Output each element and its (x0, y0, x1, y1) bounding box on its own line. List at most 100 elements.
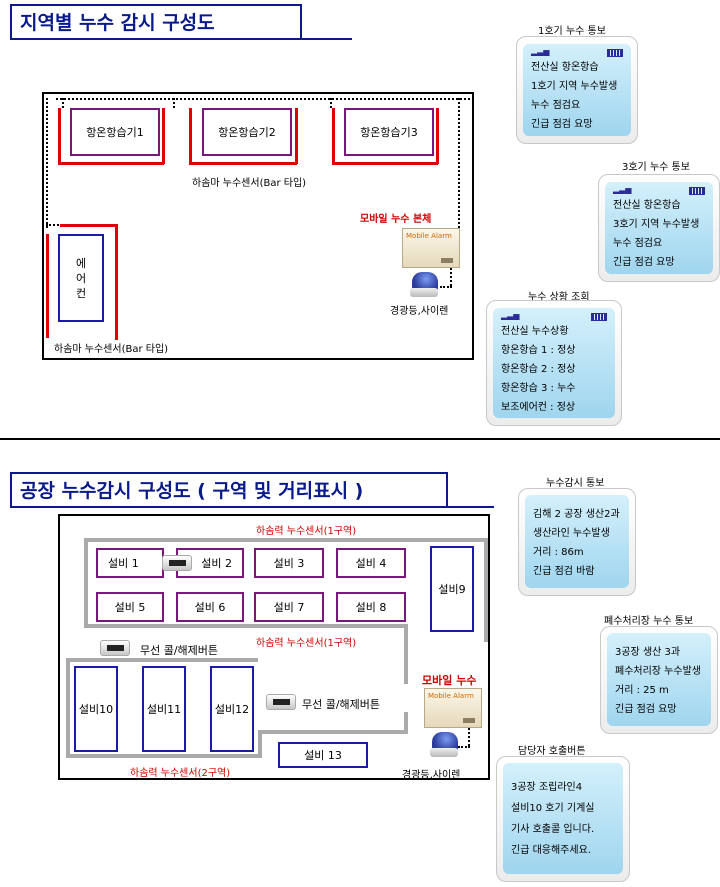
sensor-bar-1a (58, 108, 61, 164)
device-slot-1 (441, 258, 453, 263)
phone-4-line: 거리 : 86m (533, 547, 584, 558)
phone-5-screen: 3공장 생산 3과 폐수처리장 누수발생 거리 : 25 m 긴급 점검 요망 (607, 633, 711, 726)
mobile-alarm-device-2: Mobile Alarm (424, 688, 482, 728)
section1-title-edge (300, 4, 302, 40)
phone-1-line: 누수 점검요 (531, 100, 581, 111)
wireless-button-icon (266, 694, 296, 710)
wire-siren-2h (458, 746, 470, 748)
sensor-zone1-label-mid: 하솜력 누수센서(1구역) (256, 638, 357, 649)
section1-title: 지역별 누수 감시 구성도 (10, 4, 302, 40)
phone-2-screen: ▂▃▅ 전산실 항온항습 3호기 지역 누수발생 누수 점검요 긴급 점검 요망 (605, 182, 713, 274)
wire-left (46, 98, 48, 228)
sensor-zone1-top (84, 538, 488, 542)
phone-3-screen: ▂▃▅ 전산실 누수상황 항온항습 1 : 정상 항온항습 2 : 정상 항온항… (493, 308, 615, 418)
phone-2-line: 누수 점검요 (613, 238, 663, 249)
mobile-alarm-device-1: Mobile Alarm (402, 228, 460, 268)
wire-siren-1h (440, 286, 452, 288)
phone-5-line: 긴급 점검 요망 (615, 704, 677, 715)
sensor-bar-ac-left (46, 234, 49, 338)
siren-label-1: 경광등,사이렌 (390, 306, 449, 317)
wireless-call-label-2: 무선 콜/해제버튼 (302, 698, 381, 711)
sensor-bar-1b (58, 162, 164, 165)
remote-face (169, 560, 186, 566)
equipment-13: 설비 13 (278, 742, 368, 768)
phone-4-line: 김해 2 공장 생산2과 (533, 509, 620, 520)
remote-face (273, 699, 290, 705)
siren-base-2 (430, 748, 458, 757)
sensor-bar-1c (162, 108, 165, 164)
aircon-unit: 에 어 컨 (58, 234, 104, 322)
wire-right (458, 98, 460, 260)
phone-3-line: 항온항습 2 : 정상 (501, 364, 576, 375)
equipment-7: 설비 7 (254, 592, 324, 622)
equipment-6: 설비 6 (176, 592, 244, 622)
mobile-main-label: 모바일 누수 본체 (360, 214, 432, 225)
equipment-9: 설비9 (430, 546, 474, 632)
equipment-5: 설비 5 (96, 592, 164, 622)
sensor-bar-3a (332, 108, 335, 164)
device-brand-2: Mobile Alarm (428, 692, 474, 700)
sensor-zone1-left (84, 538, 88, 626)
phone-2: ▂▃▅ 전산실 항온항습 3호기 지역 누수발생 누수 점검요 긴급 점검 요망 (598, 174, 720, 282)
phone-6-line: 설비10 호기 기계실 (511, 803, 595, 814)
sensor-bar-3b (332, 162, 438, 165)
sensor-zone2-mid (258, 730, 408, 734)
wireless-button-icon (162, 555, 192, 571)
wire-siren-2 (468, 728, 470, 746)
wire-m1 (62, 98, 64, 108)
siren-base-1 (410, 288, 438, 297)
sensor-zone2-label: 하솜력 누수센서(2구역) (130, 768, 231, 779)
phone-2-line: 전산실 항온항습 (613, 200, 681, 211)
phone-3-line: 항온항습 3 : 누수 (501, 383, 576, 394)
signal-icon: ▂▃▅ (501, 311, 520, 320)
sensor-zone2-to-device (404, 712, 408, 734)
mobile-leak-label: 모바일 누수 (422, 674, 477, 687)
wireless-call-label-1: 무선 콜/해제버튼 (140, 644, 219, 657)
phone-3-line: 보조에어컨 : 정상 (501, 402, 576, 413)
section2-title: 공장 누수감시 구성도 ( 구역 및 거리표시 ) (10, 472, 448, 508)
phone-5-line: 거리 : 25 m (615, 685, 669, 696)
section1-title-underline (10, 38, 352, 40)
sensor-zone2-top (66, 658, 258, 662)
equipment-3: 설비 3 (254, 548, 324, 578)
siren-label-2: 경광등,사이렌 (402, 770, 461, 781)
sensor-zone1-label-top: 하솜력 누수센서(1구역) (256, 526, 357, 537)
phone-1-screen: ▂▃▅ 전산실 항온항습 1호기 지역 누수발생 누수 점검요 긴급 점검 요망 (523, 44, 631, 136)
phone-1-line: 긴급 점검 요망 (531, 119, 593, 130)
phone6-title: 담당자 호출버튼 (518, 746, 586, 757)
phone2-title: 3호기 누수 통보 (622, 162, 690, 173)
sensor-bar-2a (189, 108, 192, 164)
floorplan-2: 하솜력 누수센서(1구역) 설비 1 설비 2 설비 3 설비 4 설비 5 설… (58, 514, 490, 781)
sensor-zone1-down (404, 624, 408, 684)
phone-4-line: 긴급 점검 바람 (533, 566, 595, 577)
phone1-title: 1호기 누수 통보 (538, 26, 606, 37)
floorplan-1: 항온항습기1 항온항습기2 항온항습기3 하솜마 누수센서(Bar 타입) 에 … (42, 92, 474, 360)
sensor-zone1-bottom (84, 624, 408, 628)
sensor-bar-2b (189, 162, 297, 165)
phone-2-line: 3호기 지역 누수발생 (613, 219, 700, 230)
section2-title-underline (10, 506, 494, 508)
phone3-title: 누수 상황 조회 (528, 292, 590, 303)
phone-3-line: 전산실 누수상황 (501, 326, 569, 337)
equipment-8: 설비 8 (336, 592, 406, 622)
machine-2: 항온항습기2 (202, 108, 292, 156)
battery-icon (689, 187, 705, 195)
phone-6-line: 3공장 조립라인4 (511, 782, 583, 793)
wire-siren-1 (450, 268, 452, 286)
sensor-bar-ac-top (60, 224, 118, 227)
sensor-zone2-left (66, 658, 70, 758)
phone5-title: 폐수처리장 누수 통보 (604, 616, 694, 627)
section2-title-edge (446, 472, 448, 508)
phone-1-line: 1호기 지역 누수발생 (531, 81, 618, 92)
device-brand-1: Mobile Alarm (406, 232, 452, 240)
phone4-title: 누수감시 통보 (546, 478, 605, 489)
phone-3-line: 항온항습 1 : 정상 (501, 345, 576, 356)
siren-icon-2 (432, 732, 458, 752)
phone-3: ▂▃▅ 전산실 누수상황 항온항습 1 : 정상 항온항습 2 : 정상 항온항… (486, 300, 622, 426)
sensor-bar-3c (436, 108, 439, 164)
phone-1: ▂▃▅ 전산실 항온항습 1호기 지역 누수발생 누수 점검요 긴급 점검 요망 (516, 36, 638, 144)
phone-6: 3공장 조립라인4 설비10 호기 기계실 기사 호출콜 입니다. 긴급 대응해… (496, 756, 630, 882)
phone-4-screen: 김해 2 공장 생산2과 생산라인 누수발생 거리 : 86m 긴급 점검 바람 (525, 495, 629, 588)
machine-3: 항온항습기3 (344, 108, 434, 156)
sensor-bar-2c (295, 108, 298, 164)
